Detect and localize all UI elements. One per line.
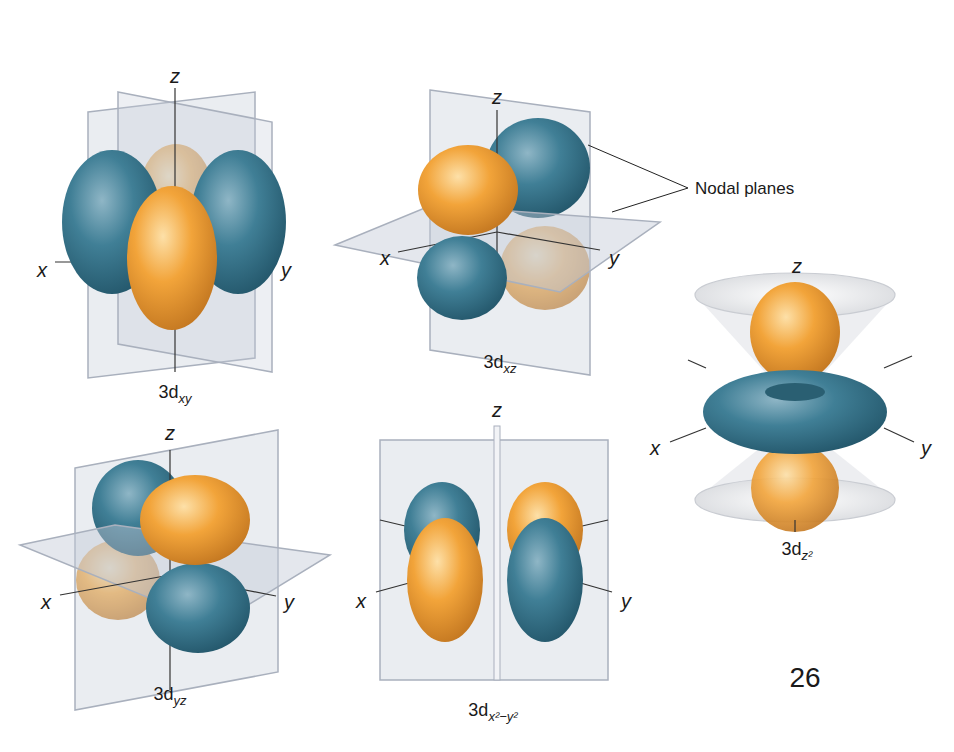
orbital-shell: 3d (153, 684, 173, 704)
orbital-subscript: x²−y² (488, 709, 517, 724)
orbital-subscript: xy (179, 391, 192, 406)
axis-label: z (492, 87, 502, 107)
axis-label: z (492, 400, 502, 420)
orbital-subscript: xz (504, 361, 517, 376)
page-number: 26 (789, 664, 820, 692)
axis-label: y (609, 248, 619, 268)
axis-label: x (650, 438, 660, 458)
axis-label: y (284, 592, 294, 612)
orbital-subscript: z² (802, 548, 813, 563)
orbital-name: 3dxy (158, 383, 191, 401)
orbital-shell: 3d (782, 539, 802, 559)
callout-label: Nodal planes (695, 180, 794, 197)
dx2-y2-orbital (376, 426, 612, 680)
orbital-name: 3dyz (153, 685, 186, 703)
orbital-name: 3dz² (782, 540, 813, 558)
axis-label: x (41, 592, 51, 612)
axis-label: z (792, 256, 802, 276)
orbital-subscript: yz (174, 693, 187, 708)
axis-label: y (281, 260, 291, 280)
orbital-shell: 3d (483, 352, 503, 372)
axis-label: x (380, 248, 390, 268)
axis-label: y (621, 591, 631, 611)
axis-label: z (170, 66, 180, 86)
dyz-orbital (20, 430, 330, 710)
orbital-name: 3dxz (483, 353, 516, 371)
orbital-shell: 3d (468, 700, 488, 720)
dxy-orbital (55, 88, 286, 378)
dz2-orbital (670, 273, 914, 532)
orbital-name: 3dx²−y² (468, 701, 517, 719)
orbital-shell: 3d (158, 382, 178, 402)
axis-label: x (356, 591, 366, 611)
axis-label: x (37, 260, 47, 280)
axis-label: z (165, 423, 175, 443)
dxz-orbital (335, 90, 688, 375)
axis-label: y (921, 438, 931, 458)
